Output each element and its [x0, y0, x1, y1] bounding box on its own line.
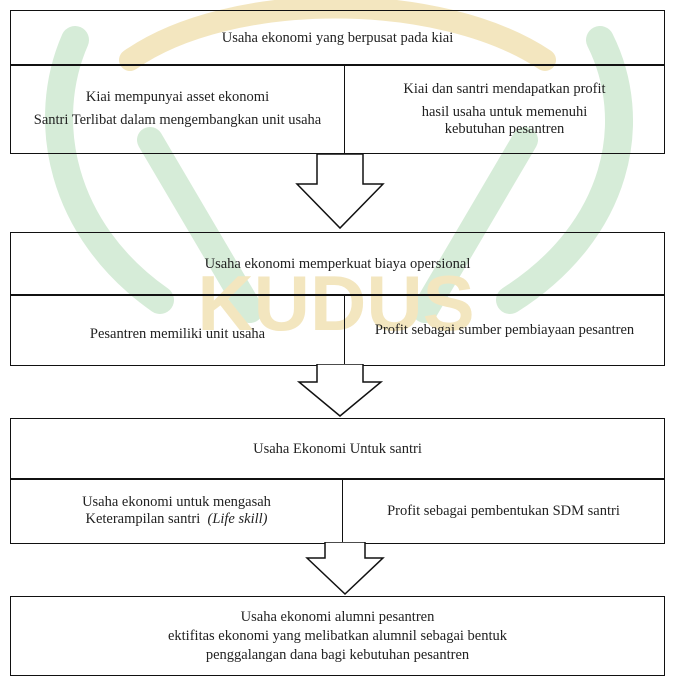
section1-right-cell: Kiai dan santri mendapatkan profit hasil…	[345, 64, 665, 154]
section1-left-line1: Kiai mempunyai asset ekonomi	[85, 89, 270, 105]
watermark-swoosh-right	[496, 26, 633, 314]
section3-right: Profit sebagai pembentukan SDM santri	[387, 502, 620, 519]
section3-left-skill-text: Keterampilan santri	[85, 511, 201, 527]
watermark-inner-left	[137, 127, 263, 323]
section3-left-life-skill: (Life skill)	[207, 511, 268, 527]
section3-left-line1: Usaha ekonomi untuk mengasah	[82, 494, 271, 510]
section2-right-cell: Profit sebagai sumber pembiayaan pesantr…	[345, 294, 665, 366]
section3-title: Usaha Ekonomi Untuk santri	[253, 441, 422, 457]
section2-title: Usaha ekonomi memperkuat biaya opersiona…	[204, 256, 471, 272]
section4-box: Usaha ekonomi alumni pesantren ektifitas…	[10, 596, 665, 676]
section3-title-box: Usaha Ekonomi Untuk santri	[10, 418, 665, 480]
arrow-down-2	[296, 364, 384, 417]
section1-left-cell: Kiai mempunyai asset ekonomi Santri Terl…	[10, 64, 345, 154]
section1-row: Kiai mempunyai asset ekonomi Santri Terl…	[10, 64, 665, 154]
watermark-text: KUDUS	[197, 259, 474, 347]
arrow-down-3	[305, 542, 385, 596]
watermark-arch	[119, 0, 556, 71]
section4-title: Usaha ekonomi alumni pesantren	[240, 608, 435, 625]
section1-title: Usaha ekonomi yang berpusat pada kiai	[221, 30, 454, 46]
watermark-swoosh-left	[45, 26, 174, 314]
section1-right-line1: Kiai dan santri mendapatkan profit	[403, 80, 606, 97]
section1-left-line2: Santri Terlibat dalam mengembangkan unit…	[33, 112, 322, 128]
section1-right-line2: hasil usaha untuk memenuhi kebutuhan pes…	[421, 103, 588, 137]
watermark-inner-right	[412, 127, 538, 323]
section3-right-cell: Profit sebagai pembentukan SDM santri	[343, 478, 665, 544]
section2-row: Pesantren memiliki unit usaha Profit seb…	[10, 294, 665, 366]
section1-title-box: Usaha ekonomi yang berpusat pada kiai	[10, 10, 665, 66]
section3-left-cell: Usaha ekonomi untuk mengasah Keterampila…	[10, 478, 343, 544]
arrow-down-1	[295, 154, 385, 230]
section2-left: Pesantren memiliki unit usaha	[89, 325, 266, 342]
section2-title-box: Usaha ekonomi memperkuat biaya opersiona…	[10, 232, 665, 296]
section4-body: ektifitas ekonomi yang melibatkan alumni…	[167, 627, 508, 663]
section3-left-line2: Keterampilan santri (Life skill)	[85, 511, 267, 528]
section2-right: Profit sebagai sumber pembiayaan pesantr…	[374, 321, 635, 338]
section2-left-cell: Pesantren memiliki unit usaha	[10, 294, 345, 366]
section3-row: Usaha ekonomi untuk mengasah Keterampila…	[10, 478, 665, 544]
